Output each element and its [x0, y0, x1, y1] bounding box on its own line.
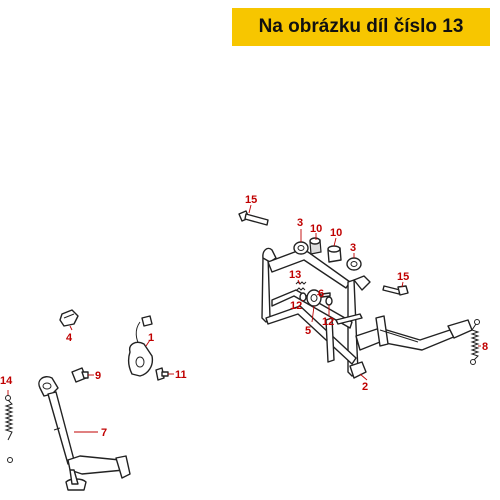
callout-1: 1 [148, 332, 154, 344]
washer-part-12-left[interactable] [299, 292, 307, 302]
bushing-part-3-right[interactable] [346, 257, 362, 271]
side-stand-switch-part-1[interactable] [127, 315, 154, 377]
leader-lines [7, 204, 481, 433]
callout-12-left: 12 [290, 300, 302, 312]
part-number-banner: Na obrázku díl číslo 13 [232, 8, 490, 46]
callout-labels: 15 3 10 10 3 13 6 12 12 15 5 8 2 4 1 9 1… [0, 194, 488, 439]
main-stand-part-2[interactable] [261, 247, 473, 379]
callout-6: 6 [318, 288, 324, 300]
bolt-part-9[interactable] [71, 367, 89, 383]
collar-part-10-right[interactable] [327, 245, 342, 263]
collar-part-10-left[interactable] [309, 237, 322, 255]
callout-2: 2 [362, 381, 368, 393]
callout-3-left: 3 [297, 217, 303, 229]
callout-8: 8 [482, 341, 488, 353]
callout-3-right: 3 [350, 242, 356, 254]
bushing-part-3-left[interactable] [293, 241, 309, 255]
callout-9: 9 [95, 370, 101, 382]
spring-part-14[interactable] [4, 395, 14, 463]
pin-part-6[interactable] [321, 292, 331, 298]
callout-4: 4 [66, 332, 73, 344]
callout-15-right: 15 [397, 271, 409, 283]
banner-text: Na obrázku díl číslo 13 [258, 16, 464, 37]
spring-part-8[interactable] [470, 319, 480, 365]
spring-part-13[interactable] [295, 281, 307, 291]
callout-10-right: 10 [330, 227, 342, 239]
washer-part-12-right[interactable] [325, 296, 333, 306]
callout-7: 7 [101, 427, 107, 439]
side-stand-part-7[interactable] [38, 376, 131, 491]
bolt-part-15-right[interactable] [382, 285, 409, 296]
rubber-stop-part-4[interactable] [59, 309, 79, 327]
callout-5: 5 [305, 325, 311, 337]
callout-14: 14 [0, 375, 13, 387]
callout-12-right: 12 [322, 316, 334, 328]
bolt-part-11[interactable] [155, 367, 169, 381]
callout-15-left: 15 [245, 194, 257, 206]
callout-11: 11 [175, 369, 187, 381]
bolt-part-15-left[interactable] [238, 210, 269, 226]
callout-13: 13 [289, 269, 301, 281]
callout-10-left: 10 [310, 223, 322, 235]
